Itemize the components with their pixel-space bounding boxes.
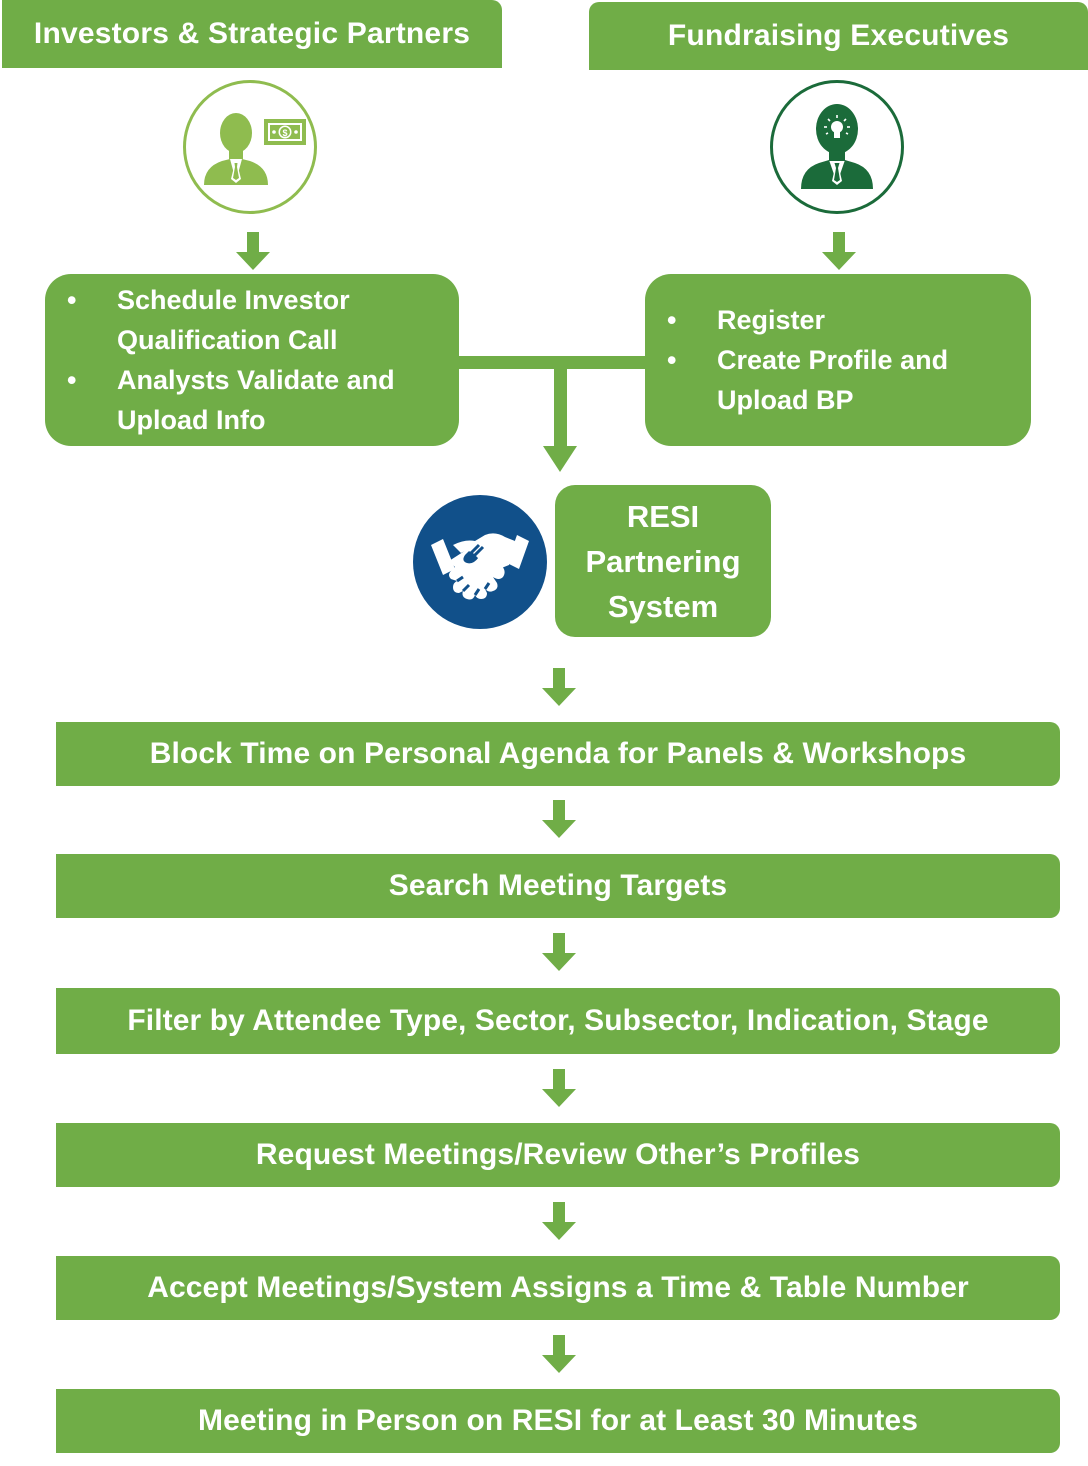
list-item-line: Create Profile and	[717, 345, 949, 375]
list-item: • Create Profile and Upload BP	[667, 340, 948, 420]
step-request-meetings: Request Meetings/Review Other’s Profiles	[56, 1123, 1060, 1187]
arrow-down-icon	[236, 232, 270, 270]
bullet: •	[667, 345, 677, 375]
header-investors: Investors & Strategic Partners	[2, 0, 502, 68]
investor-with-money-icon: $	[183, 80, 317, 214]
resi-line: RESI	[626, 498, 700, 534]
step-label: Request Meetings/Review Other’s Profiles	[255, 1138, 861, 1171]
step-meeting-in-person: Meeting in Person on RESI for at Least 3…	[56, 1389, 1060, 1453]
arrow-down-icon	[542, 1335, 576, 1373]
investor-steps-list: • Schedule Investor Qualification Call •…	[67, 280, 395, 440]
bullet: •	[667, 305, 677, 335]
resi-line: System	[607, 588, 719, 624]
step-filter: Filter by Attendee Type, Sector, Subsect…	[56, 988, 1060, 1054]
list-item-line: Upload Info	[117, 405, 266, 435]
list-item-line: Qualification Call	[117, 325, 338, 355]
header-investors-label: Investors & Strategic Partners	[33, 17, 471, 50]
list-item-line: Upload BP	[717, 385, 854, 415]
header-fundraising: Fundraising Executives	[589, 2, 1088, 70]
fundraising-steps-list: • Register • Create Profile and Upload B…	[667, 300, 948, 420]
connector-vertical	[554, 369, 567, 447]
step-label: Accept Meetings/System Assigns a Time & …	[147, 1271, 969, 1304]
bullet: •	[67, 285, 77, 315]
resi-line: Partnering	[585, 543, 741, 579]
list-item-line: Register	[717, 305, 826, 335]
arrow-down-icon	[542, 1069, 576, 1107]
arrow-down-icon	[542, 933, 576, 971]
list-item-line: Analysts Validate and	[117, 365, 395, 395]
svg-text:$: $	[282, 128, 287, 138]
arrow-down-icon	[542, 800, 576, 838]
step-accept-meetings: Accept Meetings/System Assigns a Time & …	[56, 1256, 1060, 1320]
bullet: •	[67, 365, 77, 395]
investor-steps-box: • Schedule Investor Qualification Call •…	[45, 274, 459, 446]
list-item: • Analysts Validate and Upload Info	[67, 360, 395, 440]
arrow-down-icon	[542, 668, 576, 706]
list-item-line: Schedule Investor	[117, 285, 350, 315]
list-item: • Register	[667, 300, 948, 340]
list-item: • Schedule Investor Qualification Call	[67, 280, 395, 360]
arrow-down-icon	[542, 1202, 576, 1240]
header-fundraising-label: Fundraising Executives	[667, 19, 1010, 52]
step-search-targets: Search Meeting Targets	[56, 854, 1060, 918]
step-block-time: Block Time on Personal Agenda for Panels…	[56, 722, 1060, 786]
step-label: Meeting in Person on RESI for at Least 3…	[197, 1404, 919, 1437]
step-label: Filter by Attendee Type, Sector, Subsect…	[127, 1004, 989, 1037]
handshake-icon	[413, 495, 547, 629]
arrow-down-icon	[543, 446, 577, 472]
executive-lightbulb-icon	[770, 80, 904, 214]
step-label: Block Time on Personal Agenda for Panels…	[149, 737, 967, 770]
connector-horizontal	[459, 356, 645, 369]
fundraising-steps-box: • Register • Create Profile and Upload B…	[645, 274, 1031, 446]
step-label: Search Meeting Targets	[388, 869, 728, 902]
resi-partnering-system-box: RESI Partnering System	[555, 485, 771, 637]
arrow-down-icon	[822, 232, 856, 270]
